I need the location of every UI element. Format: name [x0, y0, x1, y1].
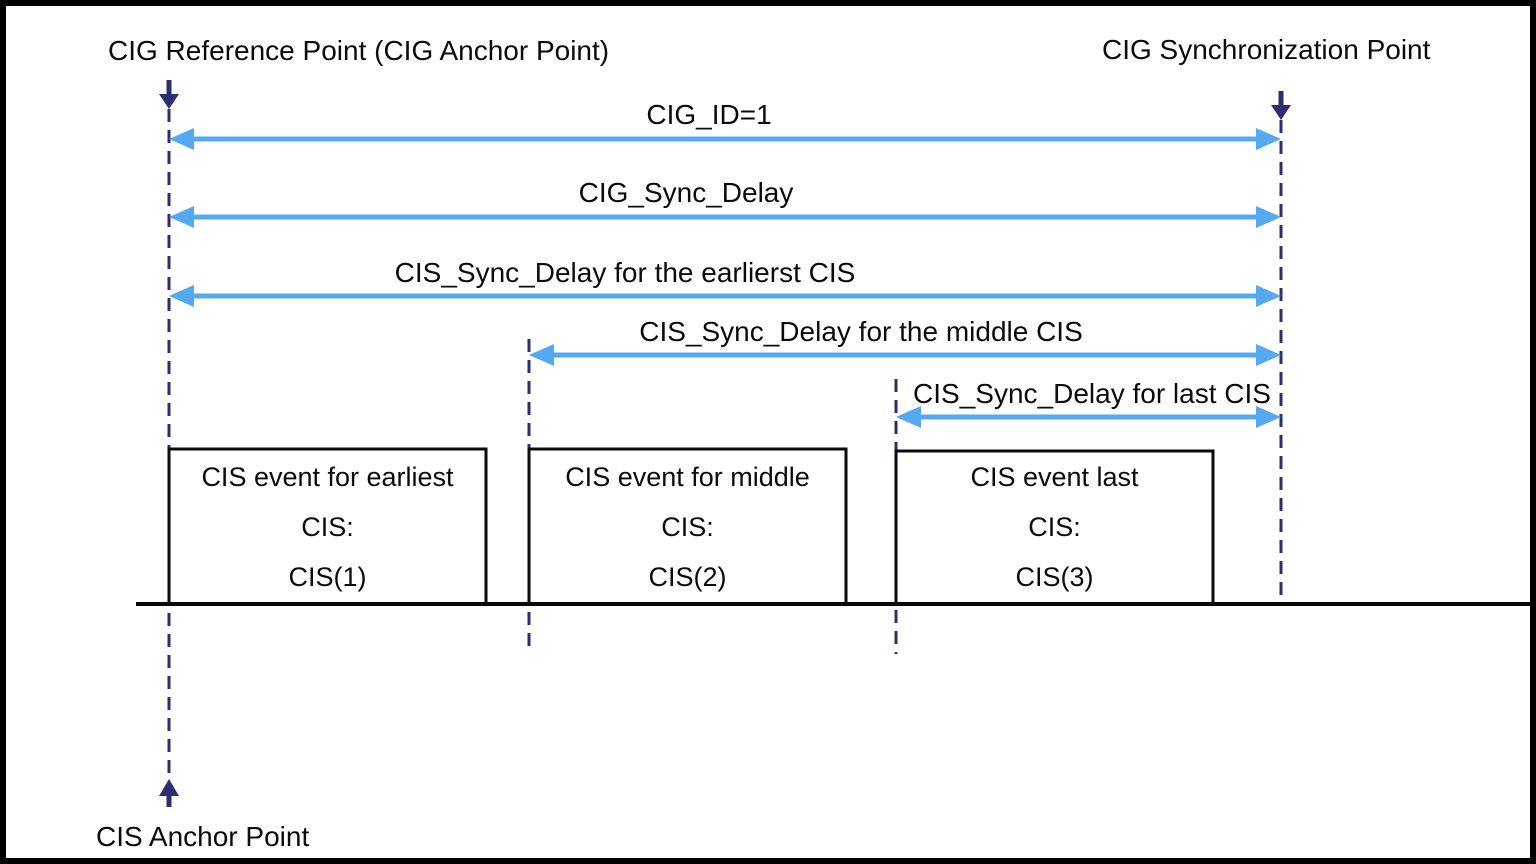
cis-sync-delay-middle-span-arrow — [529, 344, 1281, 366]
cis-sync-delay-earliest-span-label: CIS_Sync_Delay for the earlierst CIS — [394, 257, 856, 288]
cis-sync-delay-last-span-label: CIS_Sync_Delay for last CIS — [913, 378, 1271, 409]
cis2-event-line1: CIS event for middle — [565, 461, 810, 492]
cis3-event-line3: CIS(3) — [1015, 561, 1094, 592]
cis-anchor-up-arrow-icon — [159, 779, 179, 807]
cis-anchor-point-label: CIS Anchor Point — [96, 821, 310, 852]
cis2-event-line3: CIS(2) — [648, 561, 727, 592]
diagram-canvas — [136, 80, 1530, 807]
cis-sync-delay-earliest-span-arrow — [169, 285, 1281, 307]
cig-reference-point-title: CIG Reference Point (CIG Anchor Point) — [108, 35, 610, 66]
cig-sync-delay-span-label: CIG_Sync_Delay — [578, 177, 794, 208]
cis-sync-delay-last-span-arrow — [896, 406, 1281, 428]
cis1-event-box — [167, 447, 488, 606]
cig-synchronization-point-title: CIG Synchronization Point — [1102, 34, 1431, 65]
cig-id-span-arrow — [169, 128, 1281, 150]
cis1-event-line1: CIS event for earliest — [201, 461, 454, 492]
cis2-event-line2: CIS: — [661, 511, 714, 542]
cis1-event-box-text: CIS event for earliest CIS: CIS(1) — [169, 451, 486, 602]
cis3-event-line1: CIS event last — [970, 461, 1139, 492]
cis3-event-line2: CIS: — [1028, 511, 1081, 542]
cig-sync-delay-span-arrow — [169, 206, 1281, 228]
cis-sync-delay-middle-span-label: CIS_Sync_Delay for the middle CIS — [639, 316, 1083, 347]
sync-point-down-arrow-icon — [1271, 91, 1291, 120]
cis2-event-box-text: CIS event for middle CIS: CIS(2) — [529, 451, 846, 602]
cig-id-span-label: CIG_ID=1 — [646, 99, 772, 130]
cis1-event-line3: CIS(1) — [288, 561, 367, 592]
cis3-event-box — [894, 449, 1215, 606]
cis2-event-box — [527, 447, 848, 606]
reference-point-down-arrow-icon — [159, 80, 179, 109]
cis1-event-line2: CIS: — [301, 511, 354, 542]
cis3-event-box-text: CIS event last CIS: CIS(3) — [896, 451, 1213, 602]
